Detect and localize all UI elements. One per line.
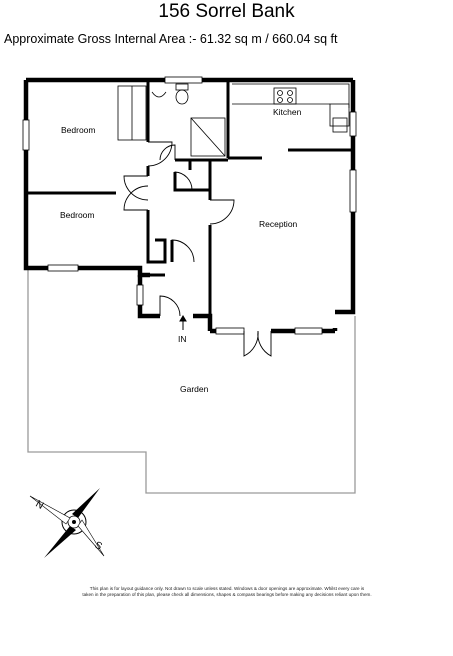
- windows: [22, 76, 357, 335]
- disclaimer-line-1: This plan is for layout guidance only. N…: [89, 586, 365, 591]
- garden-label: Garden: [180, 384, 209, 394]
- outer-walls: [23, 77, 356, 334]
- bedroom-2-label: Bedroom: [60, 210, 95, 220]
- compass-rose: [29, 488, 105, 558]
- reception-label: Reception: [259, 219, 298, 229]
- entrance-label: IN: [178, 334, 187, 344]
- page-title: 156 Sorrel Bank: [158, 1, 295, 22]
- compass-north: N: [34, 499, 46, 512]
- entrance-arrow: [179, 315, 187, 330]
- disclaimer: This plan is for layout guidance only. N…: [18, 586, 436, 598]
- compass-south: S: [93, 540, 105, 553]
- door-swings: [123, 141, 272, 357]
- interior-walls: [26, 80, 353, 316]
- kitchen-fixtures: [232, 83, 350, 133]
- kitchen-label: Kitchen: [273, 107, 302, 117]
- gross-internal-area: Approximate Gross Internal Area :- 61.32…: [4, 32, 338, 46]
- bedroom-1-label: Bedroom: [61, 125, 96, 135]
- garden-boundary: [27, 268, 356, 494]
- bathroom-fixtures: [151, 83, 226, 157]
- disclaimer-line-2: taken in the preparation of this plan, p…: [82, 592, 372, 597]
- wardrobe: [117, 85, 147, 141]
